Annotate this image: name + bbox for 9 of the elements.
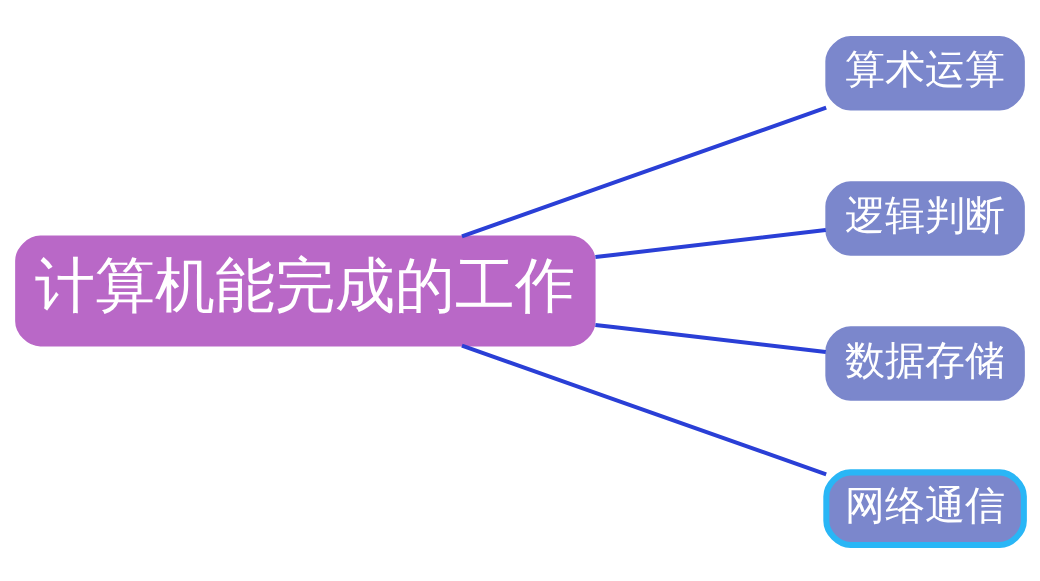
node-box: 计算机能完成的工作 bbox=[15, 235, 596, 346]
connector bbox=[595, 322, 826, 354]
connector bbox=[461, 343, 827, 476]
connector bbox=[461, 105, 827, 238]
node-box: 算术运算 bbox=[825, 35, 1025, 111]
node-box: 逻辑判断 bbox=[825, 180, 1025, 256]
node-box: 网络通信 bbox=[823, 468, 1027, 548]
node-box: 数据存储 bbox=[825, 325, 1025, 401]
connector bbox=[595, 227, 826, 259]
